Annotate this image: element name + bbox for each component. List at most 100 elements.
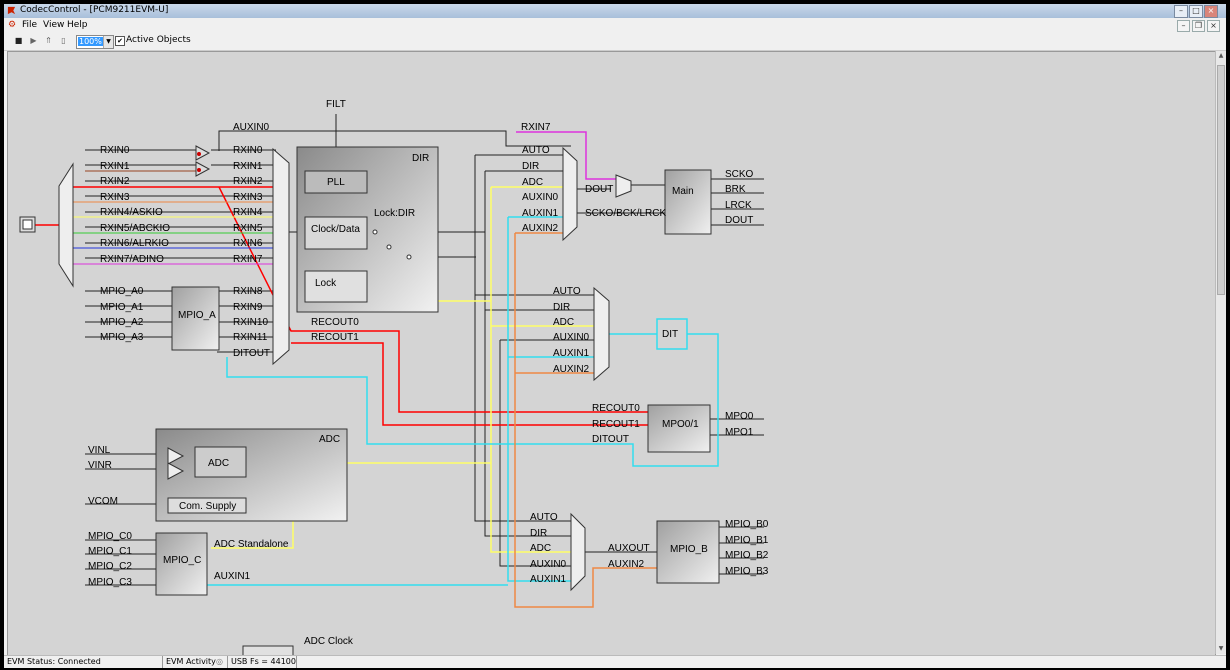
main-block[interactable] bbox=[664, 169, 712, 235]
adc-clock-block[interactable] bbox=[242, 645, 294, 655]
upload-icon[interactable]: ⇑ bbox=[45, 36, 52, 45]
svg-text:ADC: ADC bbox=[553, 317, 574, 328]
scroll-down-icon[interactable]: ▼ bbox=[1218, 645, 1224, 652]
svg-text:RXIN0: RXIN0 bbox=[100, 145, 130, 156]
rx-input-mux[interactable] bbox=[272, 147, 290, 366]
active-objects-label: Active Objects bbox=[126, 35, 191, 45]
svg-text:MPIO_B3: MPIO_B3 bbox=[725, 566, 769, 577]
main-source-mux[interactable] bbox=[562, 146, 578, 242]
zoom-value: 100% bbox=[78, 37, 103, 46]
svg-text:RXIN1: RXIN1 bbox=[233, 161, 263, 172]
active-objects-checkbox[interactable]: ✔ bbox=[115, 36, 125, 46]
main-mux-labels: RXIN7 AUTO DIR ADC AUXIN0 AUXIN1 AUXIN2 … bbox=[521, 122, 666, 234]
adc-core-block[interactable] bbox=[194, 446, 247, 478]
child-minimize-icon[interactable]: – bbox=[1177, 20, 1190, 32]
svg-text:RXIN2: RXIN2 bbox=[233, 176, 263, 187]
mpio-b-block[interactable] bbox=[656, 520, 720, 584]
svg-text:MPIO_B: MPIO_B bbox=[670, 544, 708, 555]
maximize-icon[interactable]: □ bbox=[1189, 5, 1203, 18]
play-icon[interactable]: ▶ bbox=[30, 36, 37, 45]
svg-text:AUTO: AUTO bbox=[522, 145, 550, 156]
status-bar: EVM Status: Connected EVM Activity ◎ USB… bbox=[4, 655, 1226, 668]
svg-text:RECOUT0: RECOUT0 bbox=[592, 403, 640, 414]
pll-label: PLL bbox=[327, 177, 345, 188]
svg-text:MPIO_C2: MPIO_C2 bbox=[88, 561, 132, 572]
svg-text:AUXIN1: AUXIN1 bbox=[553, 348, 590, 359]
svg-text:BRK: BRK bbox=[725, 184, 746, 195]
dit-block[interactable] bbox=[656, 318, 688, 350]
pll-block[interactable] bbox=[304, 170, 368, 194]
lock-dir-label: Lock:DIR bbox=[374, 208, 415, 219]
clock-data-block[interactable] bbox=[304, 216, 368, 250]
vertical-scrollbar[interactable]: ▲ ▼ bbox=[1215, 51, 1226, 654]
rx-input-labels: RXIN0 RXIN1 RXIN2 RXIN3 RXIN4/ASKIO RXIN… bbox=[100, 145, 170, 265]
menu-logo-icon[interactable]: ⚙ bbox=[8, 20, 17, 30]
scroll-thumb[interactable] bbox=[1217, 65, 1225, 295]
svg-text:ADC: ADC bbox=[522, 177, 543, 188]
connector-icon[interactable] bbox=[19, 216, 36, 233]
svg-text:RXIN6: RXIN6 bbox=[233, 238, 263, 249]
svg-text:RXIN3: RXIN3 bbox=[100, 192, 130, 203]
svg-text:RECOUT1: RECOUT1 bbox=[592, 419, 640, 430]
svg-text:LRCK: LRCK bbox=[725, 200, 752, 211]
clock-data-label: Clock/Data bbox=[311, 224, 360, 235]
lock-block[interactable] bbox=[304, 270, 368, 303]
dit-source-mux[interactable] bbox=[593, 286, 610, 382]
svg-text:RXIN6/ALRKIO: RXIN6/ALRKIO bbox=[100, 238, 169, 249]
mpio-b-source-mux[interactable] bbox=[570, 512, 586, 592]
svg-text:RXIN3: RXIN3 bbox=[233, 192, 263, 203]
recout0-label: RECOUT0 bbox=[311, 317, 359, 328]
stop-icon[interactable]: ■ bbox=[14, 36, 23, 45]
svg-text:RXIN8: RXIN8 bbox=[233, 286, 263, 297]
svg-text:RXIN9: RXIN9 bbox=[233, 302, 263, 313]
close-icon[interactable]: × bbox=[1204, 5, 1218, 18]
svg-text:RXIN4/ASKIO: RXIN4/ASKIO bbox=[100, 207, 163, 218]
mpo01-block[interactable] bbox=[647, 404, 711, 453]
scroll-up-icon[interactable]: ▲ bbox=[1218, 52, 1224, 59]
filt-label: FILT bbox=[326, 99, 346, 110]
svg-text:AUXOUT: AUXOUT bbox=[608, 543, 650, 554]
minimize-icon[interactable]: – bbox=[1174, 5, 1188, 18]
block-diagram: RXIN0 RXIN1 RXIN2 RXIN3 RXIN4/ASKIO RXIN… bbox=[19, 99, 769, 655]
menu-help[interactable]: Help bbox=[67, 20, 88, 30]
svg-text:VINR: VINR bbox=[88, 460, 112, 471]
evm-activity: EVM Activity bbox=[166, 657, 216, 666]
input-selector-mux[interactable] bbox=[58, 162, 74, 288]
menu-file[interactable]: File bbox=[22, 20, 38, 30]
dir-title: DIR bbox=[412, 153, 429, 164]
adc-clock-label: ADC Clock bbox=[304, 636, 354, 647]
child-close-icon[interactable]: × bbox=[1207, 20, 1220, 32]
svg-text:AUXIN1: AUXIN1 bbox=[530, 574, 567, 585]
child-restore-icon[interactable]: ❐ bbox=[1192, 20, 1205, 32]
svg-text:AUXIN2: AUXIN2 bbox=[553, 364, 590, 375]
mpio-a-block[interactable] bbox=[171, 286, 220, 351]
svg-text:DIR: DIR bbox=[530, 528, 547, 539]
svg-text:Com. Supply: Com. Supply bbox=[179, 501, 236, 512]
main-output-labels: SCKO BRK LRCK DOUT bbox=[725, 169, 754, 226]
svg-text:RXIN7: RXIN7 bbox=[233, 254, 263, 265]
svg-text:RXIN1: RXIN1 bbox=[100, 161, 130, 172]
buffer-icons bbox=[195, 145, 211, 177]
page-icon[interactable]: ▯ bbox=[61, 36, 66, 45]
zoom-select[interactable]: 100% ▼ bbox=[76, 35, 114, 49]
svg-text:SCKO/BCK/LRCK: SCKO/BCK/LRCK bbox=[585, 208, 666, 219]
window-title: CodecControl - [PCM9211EVM-U] bbox=[20, 5, 169, 15]
chevron-down-icon[interactable]: ▼ bbox=[103, 36, 113, 48]
svg-text:VINL: VINL bbox=[88, 445, 111, 456]
svg-text:RXIN2: RXIN2 bbox=[100, 176, 130, 187]
svg-text:RXIN5: RXIN5 bbox=[233, 223, 263, 234]
menu-view[interactable]: View bbox=[43, 20, 65, 30]
auxin0-top-label: AUXIN0 bbox=[233, 122, 270, 133]
com-supply-block[interactable] bbox=[167, 497, 247, 514]
menu-bar: ⚙ File View Help bbox=[4, 19, 1226, 32]
svg-text:RXIN0: RXIN0 bbox=[233, 145, 263, 156]
svg-text:DITOUT: DITOUT bbox=[233, 348, 270, 359]
svg-text:ADC: ADC bbox=[319, 434, 340, 445]
svg-text:MPIO_B0: MPIO_B0 bbox=[725, 519, 769, 530]
app-logo-icon bbox=[7, 6, 16, 15]
svg-text:RXIN7/ADINO: RXIN7/ADINO bbox=[100, 254, 164, 265]
mpio-c-block[interactable] bbox=[155, 532, 208, 596]
dout-mux[interactable] bbox=[615, 174, 632, 198]
svg-text:RXIN10: RXIN10 bbox=[233, 317, 268, 328]
lock-label: Lock bbox=[315, 278, 337, 289]
